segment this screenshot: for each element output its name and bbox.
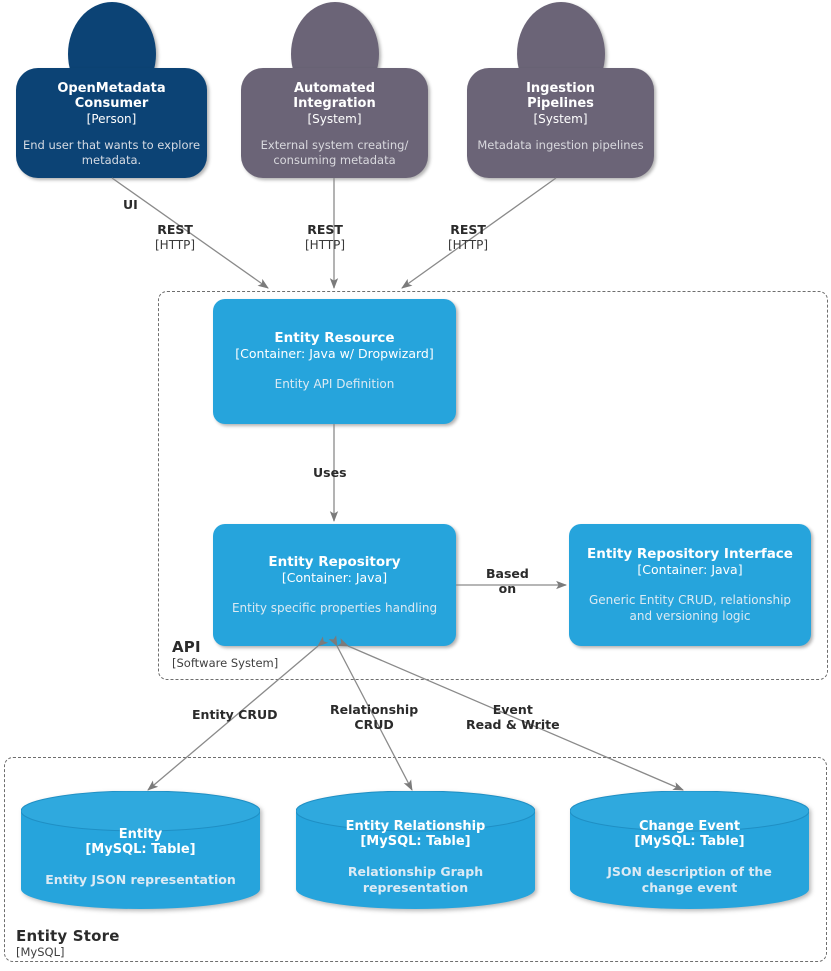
container-entity-resource[interactable]: Entity Resource [Container: Java w/ Drop… [213, 299, 456, 424]
cylinder-shape-icon [21, 791, 260, 909]
container-tech: [Container: Java w/ Dropwizard] [235, 346, 434, 362]
database-text: Entity Relationship [MySQL: Table] Relat… [296, 815, 535, 899]
actor-title: Ingestion Pipelines [526, 81, 595, 112]
actor-title: OpenMetadata Consumer [57, 81, 165, 112]
container-title: Entity Repository Interface [587, 545, 793, 562]
container-title: Entity Resource [274, 330, 395, 347]
actor-description: Metadata ingestion pipelines [477, 138, 644, 153]
actor-description: External system creating/ consuming meta… [260, 138, 409, 167]
boundary-entity-store-label: Entity Store [MySQL] [16, 927, 120, 960]
edge-label-rest-integration-tech: [HTTP] [305, 237, 346, 252]
boundary-api-label: API [Software System] [172, 638, 279, 671]
actor-tech: [System] [533, 111, 588, 126]
actor-title: Automated Integration [293, 81, 375, 112]
edge-label-rest-integration: REST [HTTP] [305, 222, 346, 252]
actor-title-line1: Ingestion [526, 81, 595, 96]
actor-openmetadata-consumer[interactable]: OpenMetadata Consumer [Person] End user … [16, 2, 207, 180]
actor-ingestion-pipelines[interactable]: Ingestion Pipelines [System] Metadata in… [467, 2, 654, 180]
database-tech: [MySQL: Table] [85, 842, 196, 858]
actor-title-line2: Pipelines [527, 96, 594, 112]
edge-label-relationship-crud-line2: CRUD [354, 716, 394, 732]
edge-label-rest-ingestion-tech: [HTTP] [448, 237, 489, 252]
edge-label-relationship-crud: Relationship CRUD [330, 702, 419, 733]
container-entity-repository-interface[interactable]: Entity Repository Interface [Container: … [569, 524, 811, 646]
cylinder-shape-icon [570, 791, 809, 909]
edge-label-rest-consumer-text: REST [157, 222, 193, 237]
database-text: Entity [MySQL: Table] Entity JSON repres… [21, 815, 260, 899]
boundary-entity-store-name: Entity Store [16, 927, 120, 945]
edge-label-uses: Uses [313, 465, 347, 481]
edge-label-rest-ingestion: REST [HTTP] [448, 222, 489, 252]
container-description: Entity specific properties handling [231, 600, 438, 615]
edge-label-based-on: Based on [486, 566, 529, 597]
database-change-event[interactable]: Change Event [MySQL: Table] JSON descrip… [570, 791, 809, 909]
actor-title-line2: Consumer [74, 96, 149, 112]
actor-tech: [System] [307, 111, 362, 126]
edge-label-rest-consumer: REST [HTTP] [155, 222, 196, 252]
edge-label-based-on-line2: on [498, 580, 517, 596]
database-description: Entity JSON representation [45, 871, 236, 887]
actor-title-line1: Automated [293, 81, 376, 96]
database-text: Change Event [MySQL: Table] JSON descrip… [570, 815, 809, 899]
edge-label-entity-crud: Entity CRUD [192, 707, 278, 723]
container-entity-repository[interactable]: Entity Repository [Container: Java] Enti… [213, 524, 456, 646]
database-title: Change Event [638, 818, 741, 834]
database-title: Entity Relationship [345, 818, 486, 834]
edge-label-rest-consumer-tech: [HTTP] [155, 237, 196, 252]
actor-body: Ingestion Pipelines [System] Metadata in… [467, 68, 654, 178]
edge-label-ui: UI [123, 197, 138, 213]
container-title: Entity Repository [268, 553, 401, 570]
actor-tech: [Person] [86, 111, 137, 126]
edge-label-rest-ingestion-text: REST [450, 222, 486, 237]
edge-label-entity-crud-text: Entity CRUD [192, 707, 278, 722]
boundary-api-name: API [172, 638, 201, 656]
actor-body: OpenMetadata Consumer [Person] End user … [16, 68, 207, 178]
edge-label-rest-integration-text: REST [307, 222, 343, 237]
edge-label-ui-text: UI [123, 197, 138, 212]
actor-description: End user that wants to explore metadata. [22, 138, 201, 167]
cylinder-shape-icon [296, 791, 535, 909]
actor-title-line1: OpenMetadata [57, 81, 166, 96]
edge-label-event-read-write-line1: Event [492, 702, 533, 717]
database-title: Entity [118, 826, 163, 842]
database-tech: [MySQL: Table] [360, 834, 471, 850]
edge-label-event-read-write: Event Read & Write [466, 702, 560, 733]
actor-body: Automated Integration [System] External … [241, 68, 428, 178]
actor-title-line2: Integration [293, 96, 376, 112]
container-tech: [Container: Java] [637, 562, 743, 577]
container-tech: [Container: Java] [281, 569, 388, 585]
edge-label-based-on-line1: Based [486, 566, 529, 581]
database-entity-relationship[interactable]: Entity Relationship [MySQL: Table] Relat… [296, 791, 535, 909]
actor-automated-integration[interactable]: Automated Integration [System] External … [241, 2, 428, 180]
database-entity[interactable]: Entity [MySQL: Table] Entity JSON repres… [21, 791, 260, 909]
database-description: Relationship Graph representation [347, 863, 484, 895]
edge-label-event-read-write-line2: Read & Write [466, 716, 560, 732]
edge-label-relationship-crud-line1: Relationship [330, 702, 419, 717]
container-description: Entity API Definition [274, 377, 395, 392]
edge-label-uses-text: Uses [313, 465, 347, 480]
database-tech: [MySQL: Table] [634, 834, 745, 850]
database-description: JSON description of the change event [607, 863, 772, 895]
boundary-api-tech: [Software System] [172, 656, 279, 671]
container-description: Generic Entity CRUD, relationship and ve… [588, 593, 792, 623]
boundary-entity-store-tech: [MySQL] [16, 945, 65, 960]
